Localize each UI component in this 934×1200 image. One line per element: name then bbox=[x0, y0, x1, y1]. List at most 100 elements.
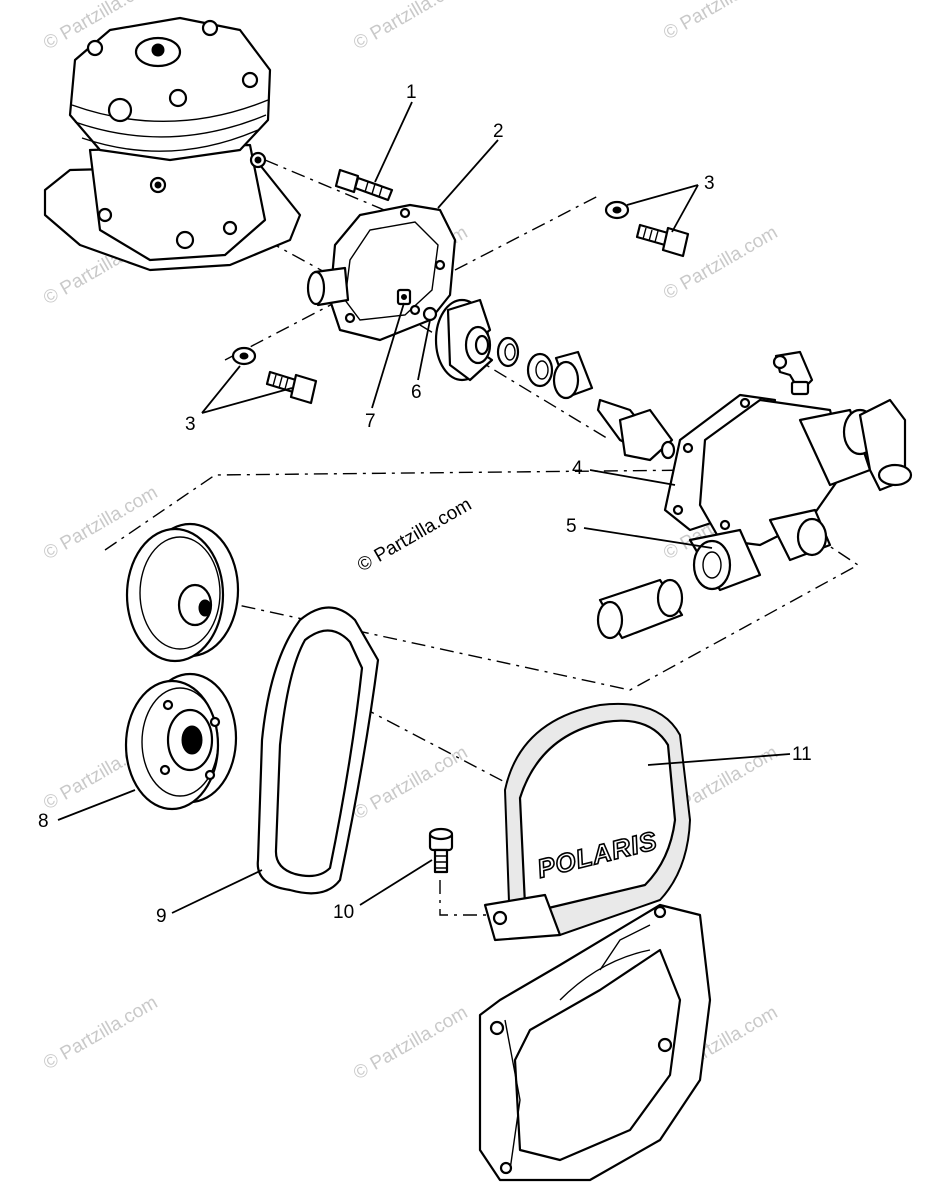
part-3-lower-bolt-washer bbox=[231, 346, 318, 405]
assembly-line-bolt-to-cover bbox=[439, 880, 490, 916]
watermark-10: © Partzilla.com bbox=[350, 742, 471, 824]
shaft-seal-2-inner bbox=[535, 360, 549, 380]
lower-pulley-bore bbox=[181, 725, 203, 755]
bolt-3-lower-threads bbox=[272, 374, 289, 390]
chassis-frame bbox=[478, 903, 712, 1182]
part-1-bolt bbox=[334, 168, 394, 202]
engine-cylinder bbox=[43, 16, 302, 272]
callout-label-4: 4 bbox=[572, 458, 583, 479]
watermark-3: © Partzilla.com bbox=[660, 0, 781, 44]
engine-base-bolt-2 bbox=[175, 230, 195, 250]
part-4-pump-cover bbox=[663, 393, 913, 562]
leader-3-lower-a bbox=[201, 365, 241, 414]
part-7-fitting bbox=[396, 288, 412, 306]
bolt-3-upper-threads bbox=[642, 227, 659, 243]
watermark-2: © Partzilla.com bbox=[350, 0, 471, 54]
drive-shaft-end bbox=[660, 440, 676, 460]
callout-label-6: 6 bbox=[411, 382, 422, 403]
leader-2 bbox=[437, 139, 499, 209]
bolt-10-threads bbox=[435, 855, 447, 869]
seal-6-ring bbox=[422, 306, 438, 322]
leader-4 bbox=[589, 469, 676, 486]
cover-bolt-hole-3 bbox=[672, 504, 684, 516]
upper-pulley-bore bbox=[198, 599, 212, 617]
lower-pulley-bolt-hole-1 bbox=[162, 699, 174, 711]
drive-belt-inner bbox=[274, 629, 364, 878]
assembly-line-pulley-box bbox=[104, 469, 701, 551]
leader-5 bbox=[583, 527, 713, 549]
callout-label-3-lower: 3 bbox=[185, 414, 196, 435]
part-5-outlet-tube bbox=[688, 528, 762, 592]
engine-base-bolt-3 bbox=[222, 220, 238, 236]
frame-rib-1 bbox=[504, 1019, 521, 1171]
leader-3-upper-b bbox=[671, 184, 699, 233]
housing-bolt-hole-4 bbox=[409, 304, 421, 316]
part-10-cover-bolt bbox=[428, 827, 454, 874]
bolt-1-threads bbox=[364, 181, 383, 198]
frame-bolt-hole-2 bbox=[653, 905, 667, 919]
lower-pulley-bolt-hole-2 bbox=[209, 716, 221, 728]
washer-3-upper-hole bbox=[612, 206, 622, 214]
callout-label-9: 9 bbox=[156, 906, 167, 927]
belt-cover-face bbox=[518, 719, 677, 912]
engine-spark-plug-hole bbox=[151, 43, 165, 57]
outlet-tube-5-end bbox=[692, 539, 732, 591]
engine-head-nut-4 bbox=[168, 88, 188, 108]
bleeder-elbow-fitting bbox=[772, 350, 814, 396]
part-9-drive-belt bbox=[256, 606, 380, 895]
frame-bolt-hole-4 bbox=[499, 1161, 513, 1175]
engine-port-1-hole bbox=[254, 156, 262, 164]
part-11-belt-cover: POLARIS bbox=[483, 702, 692, 942]
center-watermark: © Partzilla.com bbox=[354, 494, 475, 576]
lower-pulley-bolt-hole-3 bbox=[204, 769, 216, 781]
leader-3-upper-a bbox=[626, 184, 699, 206]
shaft-components bbox=[496, 336, 676, 462]
callout-label-11: 11 bbox=[792, 744, 812, 765]
part-8-lower-pulley bbox=[124, 672, 238, 811]
engine-head-nut-2 bbox=[201, 19, 219, 37]
hose-nipple bbox=[596, 578, 684, 640]
hose-nipple-end-left bbox=[596, 600, 624, 640]
leader-1 bbox=[374, 101, 413, 183]
outlet-tube-5-bore bbox=[702, 551, 722, 579]
impeller-hub-bore bbox=[474, 334, 490, 356]
part-6-seal bbox=[422, 306, 438, 322]
bolt-3-upper-head bbox=[661, 226, 690, 258]
engine-port-2-hole bbox=[154, 181, 162, 189]
shaft-seal-2 bbox=[526, 352, 554, 388]
cover-bolt-hole-2 bbox=[682, 442, 694, 454]
cover-lower-outlet-end bbox=[796, 517, 828, 557]
housing-plate-inner bbox=[344, 221, 439, 321]
frame-rib-2 bbox=[599, 924, 651, 971]
callout-label-10: 10 bbox=[333, 902, 354, 923]
callout-label-5: 5 bbox=[566, 516, 577, 537]
lower-pulley-bolt-hole-4 bbox=[159, 764, 171, 776]
frame-rib-3 bbox=[559, 949, 651, 1001]
fitting-7-hole bbox=[401, 294, 407, 300]
part-3-upper-bolt-washer bbox=[604, 200, 690, 258]
belt-cover-mount-foot bbox=[483, 893, 562, 942]
belt-cover-mount-hole bbox=[492, 910, 508, 926]
frame-bolt-hole-3 bbox=[657, 1037, 673, 1053]
upper-pulley-rim-front bbox=[125, 527, 225, 663]
leader-6 bbox=[417, 319, 431, 381]
leader-11 bbox=[647, 753, 791, 766]
assembly-line-upper-box bbox=[454, 194, 601, 271]
shaft-seal-1-inner bbox=[504, 343, 516, 361]
impeller bbox=[434, 298, 494, 382]
callout-label-7: 7 bbox=[365, 411, 376, 432]
bleeder-elbow-nut bbox=[790, 380, 810, 396]
engine-head-nut-3 bbox=[241, 71, 259, 89]
bleeder-elbow-tip bbox=[772, 354, 788, 370]
engine-head-fins bbox=[71, 99, 269, 152]
hose-nipple-end-right bbox=[656, 578, 684, 618]
bolt-1-head bbox=[334, 168, 360, 194]
upper-pulley bbox=[125, 522, 240, 663]
callout-label-8: 8 bbox=[38, 811, 49, 832]
cover-bolt-hole-4 bbox=[719, 519, 731, 531]
lower-pulley-groove bbox=[141, 687, 219, 797]
housing-bolt-hole-3 bbox=[344, 312, 356, 324]
part-2-pump-housing bbox=[306, 203, 457, 342]
frame-inner-cutout bbox=[513, 948, 682, 1162]
